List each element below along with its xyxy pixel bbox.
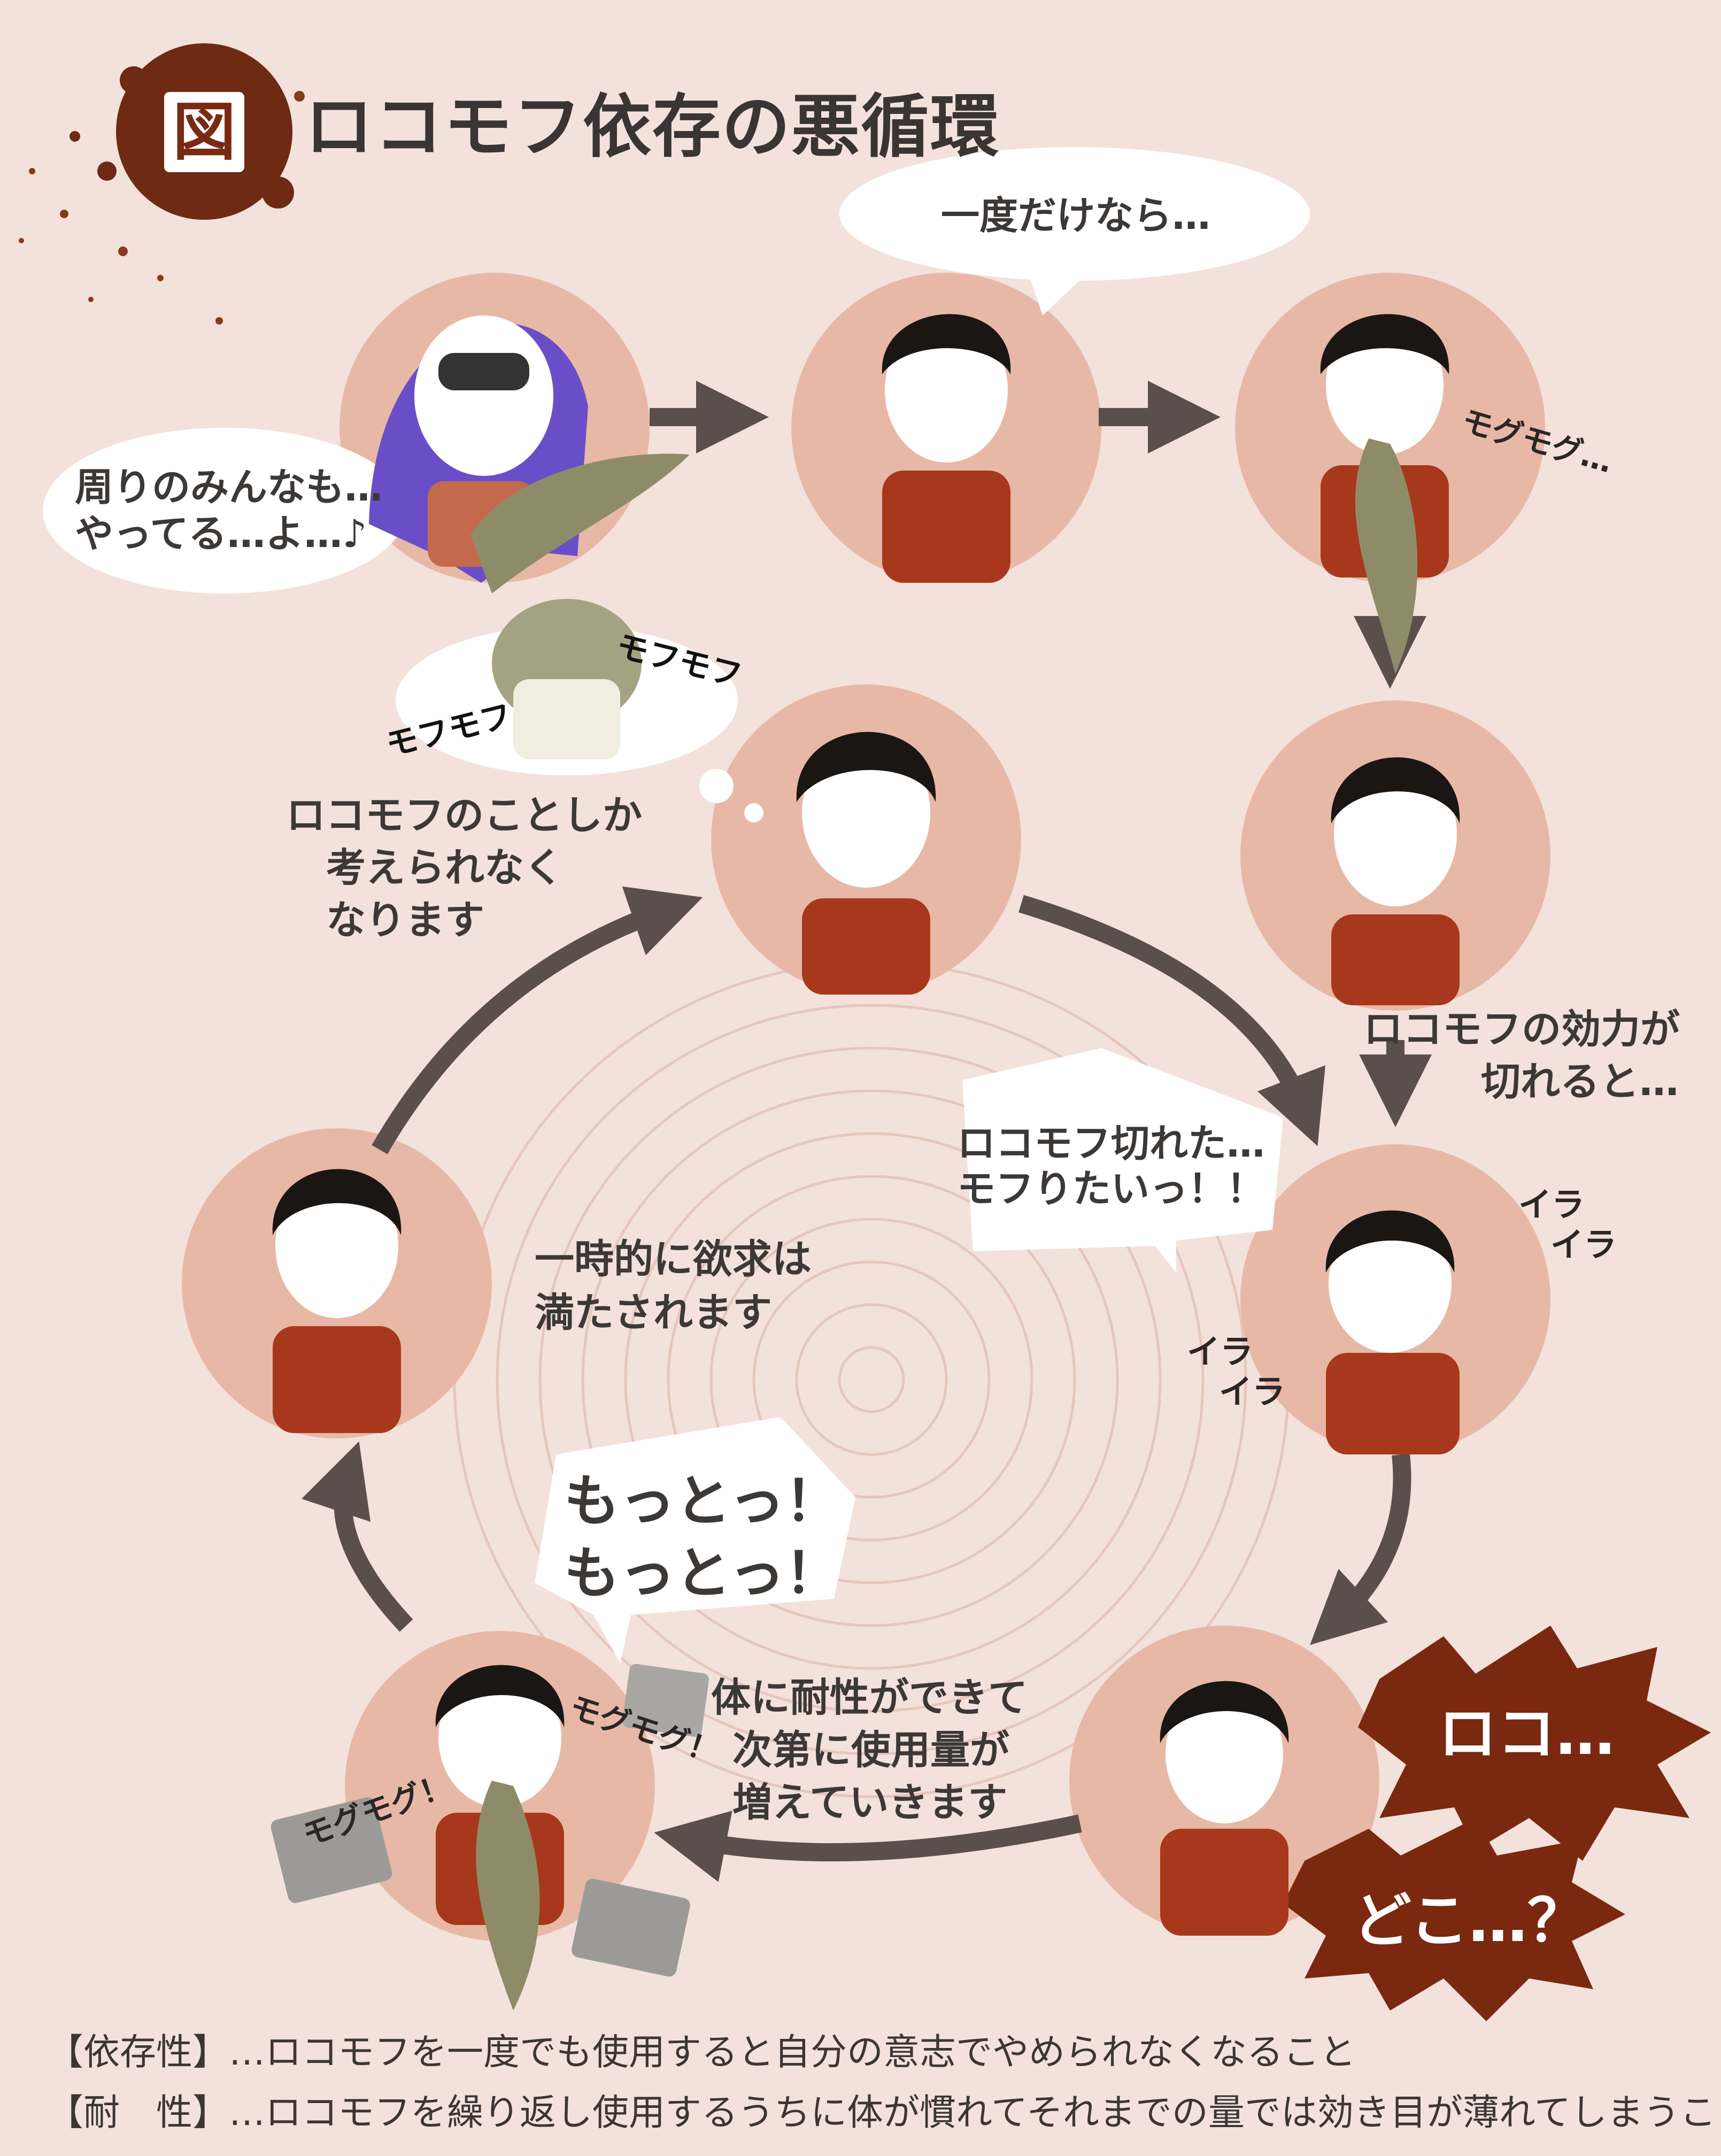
caption-obsess-line3: なります bbox=[326, 897, 484, 943]
sfx-ira-4: イラ bbox=[1219, 1372, 1286, 1411]
caption-tolerance-line1: 体に耐性ができて bbox=[711, 1675, 1028, 1721]
bursts bbox=[1283, 1626, 1711, 2021]
caption-obsess-line1: ロコモフのことしか bbox=[286, 792, 642, 838]
sfx-ira-1: イラ bbox=[1518, 1185, 1585, 1224]
bubble-craving-line1: ロコモフ切れた… bbox=[957, 1121, 1265, 1166]
bubble-more-line1: もっとっ！ bbox=[564, 1468, 840, 1534]
bubble-craving-line2: モフりたいっ！！ bbox=[957, 1166, 1265, 1211]
sfx-ira-3: イラ bbox=[1187, 1332, 1254, 1371]
cycle-arrows bbox=[302, 886, 1411, 1882]
burst-loco: ロコ… bbox=[1438, 1699, 1615, 1768]
caption-effect-line2: 切れると… bbox=[1481, 1059, 1679, 1105]
definition-dependence: 【依存性】…ロコモフを一度でも使用すると自分の意志でやめられなくなること bbox=[47, 2031, 1356, 2074]
title-badge-splat bbox=[19, 43, 305, 325]
burst-where: どこ…？ bbox=[1353, 1886, 1586, 1955]
caption-effect-line1: ロコモフの効力が bbox=[1363, 1006, 1680, 1052]
caption-obsess-line2: 考えられなく bbox=[326, 845, 564, 891]
definition-tolerance: 【耐 性】…ロコモフを繰り返し使用するうちに体が慣れてそれまでの量では効き目が薄… bbox=[47, 2092, 1721, 2134]
bubble-peer-line1: 周りのみんなも… bbox=[75, 465, 383, 510]
caption-satisfied-line1: 一時的に欲求は bbox=[535, 1236, 812, 1282]
figures bbox=[271, 314, 1460, 2011]
bubble-more-line2: もっとっ！ bbox=[564, 1541, 840, 1606]
bubble-once: 一度だけなら… bbox=[941, 193, 1211, 238]
caption-tolerance-line3: 増えていきます bbox=[732, 1780, 1008, 1826]
caption-satisfied-line2: 満たされます bbox=[535, 1290, 772, 1336]
title-badge: 図 bbox=[164, 92, 244, 172]
sfx-ira-2: イラ bbox=[1550, 1225, 1617, 1264]
speech-bubbles bbox=[43, 147, 1310, 1663]
page-title: ロコモフ依存の悪循環 bbox=[305, 87, 1000, 167]
bubble-peer-line2: やってる…よ…♪ bbox=[75, 511, 367, 556]
caption-tolerance-line2: 次第に使用量が bbox=[732, 1727, 1009, 1773]
